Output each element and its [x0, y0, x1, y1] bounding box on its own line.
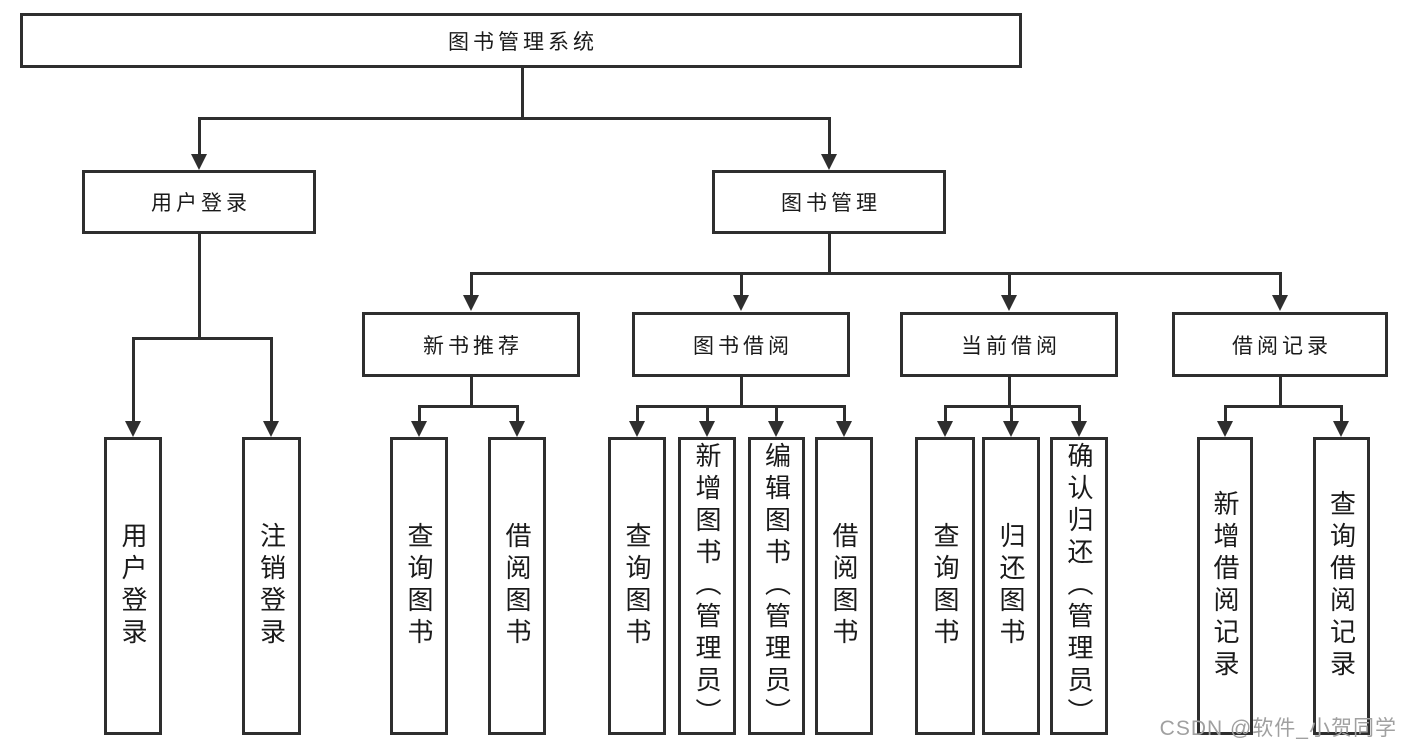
leaf-confirm-return-admin: 确认归还（管理员）	[1050, 437, 1108, 735]
leaf-add-books-admin: 新增图书（管理员）	[678, 437, 736, 735]
connector-book-borrow-crossbar	[635, 405, 846, 408]
connector-book-mgmt-trunk	[827, 234, 831, 272]
connector-leaf-shaft	[1077, 405, 1081, 422]
connector-book-mgmt-crossbar	[469, 272, 1282, 275]
arrowhead-leaf-icon	[1071, 421, 1087, 437]
leaf-query-books-borrowing-label: 查询图书	[622, 522, 652, 650]
connector-user-login-trunk	[197, 234, 201, 337]
leaf-query-books-recommend: 查询图书	[390, 437, 448, 735]
node-current-borrowing: 当前借阅	[900, 312, 1118, 377]
connector-new-book-shaft	[469, 272, 473, 296]
leaf-query-books-current: 查询图书	[915, 437, 975, 735]
connector-root-trunk	[520, 68, 524, 117]
node-root-label: 图书管理系统	[448, 30, 598, 54]
csdn-watermark: CSDN @软件_小贺同学	[1159, 717, 1397, 740]
connector-leaf-logout-shaft	[269, 337, 273, 422]
arrowhead-leaf-icon	[836, 421, 852, 437]
leaf-query-books-current-label: 查询图书	[930, 522, 960, 650]
leaf-return-books-label: 归还图书	[996, 522, 1026, 650]
arrowhead-borrow-records-icon	[1272, 295, 1288, 311]
connector-leaf-shaft	[943, 405, 947, 422]
connector-leaf-shaft	[1339, 405, 1343, 422]
node-user-login: 用户登录	[82, 170, 316, 234]
leaf-user-login-label: 用户登录	[118, 522, 148, 650]
node-book-borrowing: 图书借阅	[632, 312, 850, 377]
node-book-borrowing-label: 图书借阅	[693, 334, 793, 358]
node-current-borrowing-label: 当前借阅	[961, 334, 1061, 358]
leaf-borrow-books-label: 借阅图书	[829, 522, 859, 650]
arrowhead-leaf-icon	[1333, 421, 1349, 437]
arrowhead-leaf-icon	[509, 421, 525, 437]
leaf-logout-label: 注销登录	[256, 522, 287, 650]
node-root-system: 图书管理系统	[20, 13, 1022, 68]
leaf-query-books-recommend-label: 查询图书	[404, 522, 434, 650]
leaf-query-borrow-record: 查询借阅记录	[1313, 437, 1370, 735]
leaf-borrow-books-recommend: 借阅图书	[488, 437, 546, 735]
node-book-management-label: 图书管理	[781, 192, 881, 215]
connector-leaf-shaft	[417, 405, 421, 422]
node-new-book-recommend: 新书推荐	[362, 312, 580, 377]
node-user-login-label: 用户登录	[151, 192, 251, 215]
arrowhead-leaf-icon	[411, 421, 427, 437]
connector-root-crossbar	[197, 117, 831, 120]
connector-borrow-records-shaft	[1278, 272, 1282, 296]
leaf-borrow-books-recommend-label: 借阅图书	[502, 522, 532, 650]
leaf-add-borrow-record: 新增借阅记录	[1197, 437, 1253, 735]
arrowhead-leaf-user-login-icon	[125, 421, 141, 437]
connector-new-book-crossbar	[417, 405, 519, 408]
connector-leaf-shaft	[705, 405, 709, 422]
arrowhead-leaf-icon	[629, 421, 645, 437]
leaf-add-borrow-record-label: 新增借阅记录	[1210, 490, 1240, 682]
connector-borrow-records-trunk	[1278, 377, 1282, 405]
arrowhead-leaf-icon	[937, 421, 953, 437]
connector-book-mgmt-shaft	[827, 117, 831, 155]
connector-user-login-shaft	[197, 117, 201, 155]
arrowhead-user-login-icon	[191, 154, 207, 170]
connector-new-book-trunk	[469, 377, 473, 405]
leaf-user-login: 用户登录	[104, 437, 162, 735]
connector-leaf-shaft	[1223, 405, 1227, 422]
node-borrowing-records-label: 借阅记录	[1232, 334, 1332, 358]
leaf-add-books-admin-label: 新增图书（管理员）	[692, 442, 722, 730]
leaf-return-books: 归还图书	[982, 437, 1040, 735]
arrowhead-leaf-icon	[1217, 421, 1233, 437]
connector-book-borrow-shaft	[739, 272, 743, 296]
connector-current-borrow-shaft	[1007, 272, 1011, 296]
connector-leaf-user-login-shaft	[131, 337, 135, 422]
connector-leaf-shaft	[515, 405, 519, 422]
connector-leaf-shaft	[635, 405, 639, 422]
arrowhead-leaf-icon	[768, 421, 784, 437]
leaf-confirm-return-admin-label: 确认归还（管理员）	[1064, 442, 1094, 730]
leaf-borrow-books: 借阅图书	[815, 437, 873, 735]
arrowhead-current-borrow-icon	[1001, 295, 1017, 311]
node-borrowing-records: 借阅记录	[1172, 312, 1388, 377]
node-new-book-recommend-label: 新书推荐	[423, 334, 523, 358]
connector-borrow-records-crossbar	[1223, 405, 1343, 408]
node-book-management: 图书管理	[712, 170, 946, 234]
connector-book-borrow-trunk	[739, 377, 743, 405]
arrowhead-leaf-logout-icon	[263, 421, 279, 437]
leaf-query-books-borrowing: 查询图书	[608, 437, 666, 735]
connector-leaf-shaft	[1009, 405, 1013, 422]
arrowhead-leaf-icon	[1003, 421, 1019, 437]
connector-leaf-shaft	[774, 405, 778, 422]
leaf-logout: 注销登录	[242, 437, 301, 735]
arrowhead-new-book-icon	[463, 295, 479, 311]
arrowhead-book-borrow-icon	[733, 295, 749, 311]
leaf-query-borrow-record-label: 查询借阅记录	[1326, 490, 1357, 682]
arrowhead-leaf-icon	[699, 421, 715, 437]
leaf-edit-books-admin-label: 编辑图书（管理员）	[761, 442, 792, 730]
arrowhead-book-mgmt-icon	[821, 154, 837, 170]
connector-user-login-crossbar	[131, 337, 273, 340]
leaf-edit-books-admin: 编辑图书（管理员）	[748, 437, 805, 735]
connector-current-borrow-trunk	[1007, 377, 1011, 405]
connector-leaf-shaft	[842, 405, 846, 422]
